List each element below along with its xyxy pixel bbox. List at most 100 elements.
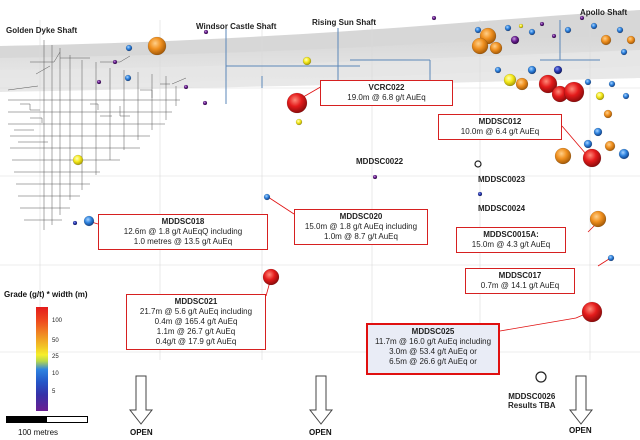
pending-hole-marker (535, 371, 547, 383)
intercept-marker (620, 48, 628, 56)
intercept-marker (510, 35, 520, 45)
intercept-marker (595, 91, 605, 101)
hole-label-mddsc0023: MDDSC0023 (478, 175, 526, 184)
pending-hole-marker (474, 160, 482, 168)
intercept-marker (147, 36, 167, 56)
intercept-marker (563, 81, 585, 103)
intercept-marker (96, 79, 102, 85)
intercept-marker (583, 139, 593, 149)
intercept-marker (616, 26, 624, 34)
intercept-marker (489, 41, 503, 55)
intercept-marker (474, 26, 482, 34)
intercept-marker (582, 148, 602, 168)
intercept-marker (626, 35, 636, 45)
callout-mddsc012-line-1: 10.0m @ 6.4 g/t AuEq (460, 127, 540, 136)
intercept-marker (581, 301, 603, 323)
intercept-marker (538, 74, 558, 94)
callout-mddsc020-line-2: 1.0m @ 8.7 g/t AuEq (324, 232, 398, 241)
callout-mddsc021-line-4: 0.4g/t @ 17.9 g/t AuEq (155, 337, 237, 346)
intercept-marker (515, 77, 529, 91)
callout-mddsc015a-line-1: 15.0m @ 4.3 g/t AuEq (471, 240, 551, 249)
intercept-marker (295, 118, 303, 126)
callout-vcrc022-title: VCRC022 (368, 83, 405, 92)
callout-mddsc025-line-1: 11.7m @ 16.0 g/t AuEq including (374, 337, 492, 346)
intercept-marker (83, 215, 95, 227)
callout-mddsc017-title: MDDSC017 (498, 271, 542, 280)
intercept-marker (286, 92, 308, 114)
intercept-marker (528, 28, 536, 36)
callout-mddsc012: MDDSC012 10.0m @ 6.4 g/t AuEq (438, 114, 562, 140)
intercept-marker (262, 268, 280, 286)
callout-mddsc017: MDDSC017 0.7m @ 14.1 g/t AuEq (465, 268, 575, 294)
legend-title: Grade (g/t) * width (m) (4, 290, 88, 299)
intercept-marker (579, 15, 585, 21)
callout-vcrc022-line-1: 19.0m @ 6.8 g/t AuEq (347, 93, 426, 102)
callout-mddsc021-line-3: 1.1m @ 26.7 g/t AuEq (156, 327, 236, 336)
intercept-marker (527, 65, 537, 75)
intercept-marker (539, 21, 545, 27)
legend-color-ramp (36, 307, 48, 411)
intercept-marker (518, 23, 524, 29)
intercept-marker (604, 140, 616, 152)
legend-tick-100: 100 (52, 318, 63, 324)
shaft-label-rising-sun: Rising Sun Shaft (312, 18, 376, 27)
callout-mddsc025-line-3: 6.5m @ 26.6 g/t AuEq or (389, 357, 477, 366)
intercept-marker (553, 65, 563, 75)
intercept-marker (600, 34, 612, 46)
callout-mddsc018-title: MDDSC018 (161, 217, 205, 226)
callout-mddsc012-title: MDDSC012 (478, 117, 522, 126)
legend-tick-25: 25 (52, 354, 59, 360)
open-label-left: OPEN (130, 428, 153, 437)
intercept-marker (504, 24, 512, 32)
intercept-marker (618, 148, 630, 160)
intercept-marker (603, 109, 613, 119)
shaft-label-apollo: Apollo Shaft (580, 8, 628, 17)
intercept-marker (202, 100, 208, 106)
intercept-marker (607, 254, 615, 262)
intercept-marker (494, 66, 502, 74)
callout-mddsc021: MDDSC021 21.7m @ 5.6 g/t AuEq including … (126, 294, 266, 350)
intercept-marker (608, 80, 616, 88)
intercept-marker (124, 74, 132, 82)
intercept-marker (431, 15, 437, 21)
intercept-marker (72, 154, 84, 166)
callout-mddsc015a-title: MDDSC0015A: (483, 230, 539, 239)
hole-label-mddsc0026-status: Results TBA (508, 401, 556, 410)
intercept-marker (471, 37, 489, 55)
callout-mddsc021-line-1: 21.7m @ 5.6 g/t AuEq including (139, 307, 253, 316)
depth-arrows (128, 375, 594, 425)
callout-vcrc022: VCRC022 19.0m @ 6.8 g/t AuEq (320, 80, 453, 106)
intercept-marker (622, 92, 630, 100)
hole-label-mddsc0024: MDDSC0024 (478, 204, 526, 213)
intercept-marker (590, 22, 598, 30)
shaft-lines (225, 20, 600, 104)
scale-bar (6, 416, 88, 423)
intercept-marker (372, 174, 378, 180)
intercept-marker (554, 147, 572, 165)
intercept-marker (589, 210, 607, 228)
callout-mddsc021-title: MDDSC021 (174, 297, 218, 306)
legend-tick-10: 10 (52, 371, 59, 377)
intercept-marker (503, 73, 517, 87)
shaft-label-golden-dyke: Golden Dyke Shaft (6, 26, 78, 35)
intercept-marker (551, 33, 557, 39)
callout-mddsc020-title: MDDSC020 (339, 212, 383, 221)
callout-mddsc018-line-2: 1.0 metres @ 13.5 g/t AuEq (133, 237, 233, 246)
callout-mddsc017-line-1: 0.7m @ 14.1 g/t AuEq (480, 281, 560, 290)
intercept-marker (302, 56, 312, 66)
intercept-marker (125, 44, 133, 52)
intercept-markers (72, 15, 636, 383)
historic-workings (7, 40, 187, 230)
intercept-marker (584, 78, 592, 86)
callout-mddsc020-line-1: 15.0m @ 1.8 g/t AuEq including (304, 222, 418, 231)
open-label-right: OPEN (569, 426, 592, 435)
intercept-marker (263, 193, 271, 201)
intercept-marker (593, 127, 603, 137)
hole-label-mddsc0026-id: MDDSC0026 (508, 392, 556, 401)
intercept-marker (477, 191, 483, 197)
hole-label-mddsc0022: MDDSC0022 (356, 157, 404, 166)
intercept-marker (203, 29, 209, 35)
callout-mddsc025-title: MDDSC025 (411, 327, 455, 336)
intercept-marker (564, 26, 572, 34)
